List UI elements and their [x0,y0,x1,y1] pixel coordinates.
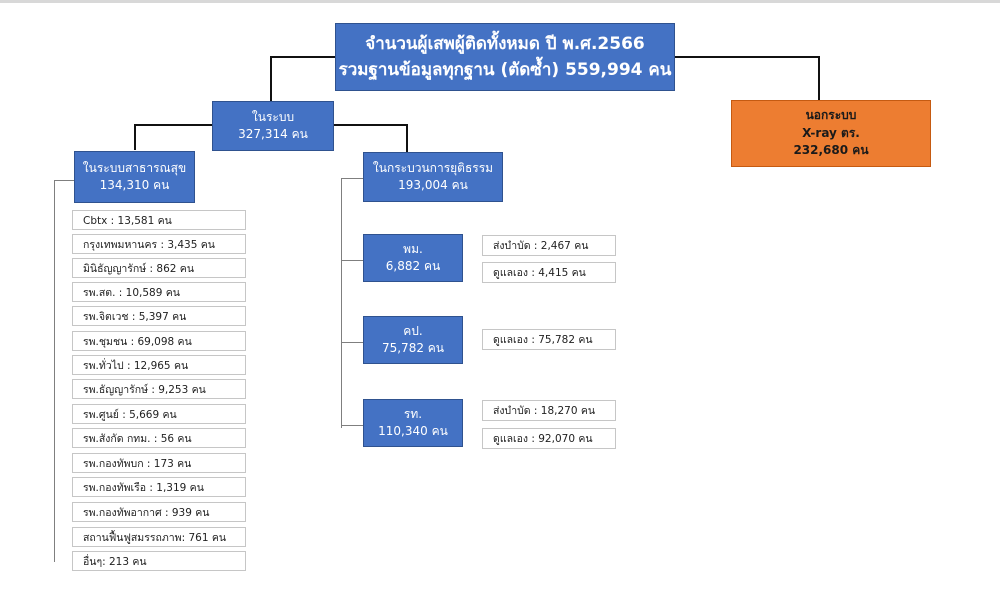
health-tree-cap [54,180,74,181]
justice-item: ดูแลเอง : 75,782 คน [482,329,616,350]
connector-insys-left [134,124,212,126]
health-item: รพ.กองทัพเรือ : 1,319 คน [72,477,246,497]
health-item: รพ.จิตเวช : 5,397 คน [72,306,246,326]
top-border [0,0,1000,3]
connector-insys-right [333,124,408,126]
health-item: อื่นๆ: 213 คน [72,551,246,571]
justice-branch-2 [341,342,363,343]
health-item: รพ.สต. : 10,589 คน [72,282,246,302]
justice-item: ส่งบำบัด : 2,467 คน [482,235,616,256]
justice-branch-1 [341,260,363,261]
connector-insys-right-down [406,124,408,152]
health-item: รพ.ชุมชน : 69,098 คน [72,331,246,351]
justice-group-count: 110,340 คน [378,424,448,438]
justice-item: ดูแลเอง : 92,070 คน [482,428,616,449]
health-tree-spine [54,180,55,562]
justice-system-label: ในกระบวนการยุติธรรม [372,160,494,175]
root-total-box: จำนวนผู้เสพผู้ติดทั้งหมด ปี พ.ศ.2566 รวม… [335,23,675,91]
health-item: รพ.กองทัพอากาศ : 939 คน [72,502,246,522]
health-item: รพ.ธัญญารักษ์ : 9,253 คน [72,379,246,399]
justice-group-label: รท. [403,406,423,421]
connector-root-right [675,56,820,58]
connector-root-left-down [270,56,272,102]
health-item: กรุงเทพมหานคร : 3,435 คน [72,234,246,254]
justice-group-count: 6,882 คน [385,259,441,273]
health-system-box: ในระบบสาธารณสุข 134,310 คน [74,151,195,203]
in-system-label: ในระบบ [251,109,295,124]
out-system-count: 232,680 คน [793,143,869,158]
justice-group-box: รท. 110,340 คน [363,399,463,447]
justice-branch-3 [341,425,363,426]
out-system-box: นอกระบบ X-ray ตร. 232,680 คน [731,100,931,167]
health-item: รพ.ศูนย์ : 5,669 คน [72,404,246,424]
out-system-label: นอกระบบ [805,108,857,123]
out-system-sub: X-ray ตร. [802,125,860,140]
justice-system-count: 193,004 คน [398,178,468,192]
health-system-count: 134,310 คน [99,178,170,192]
health-item: Cbtx : 13,581 คน [72,210,246,230]
justice-group-box: พม. 6,882 คน [363,234,463,282]
justice-system-box: ในกระบวนการยุติธรรม 193,004 คน [363,152,503,202]
root-title: จำนวนผู้เสพผู้ติดทั้งหมด ปี พ.ศ.2566 [365,33,645,54]
justice-group-label: พม. [403,241,423,256]
connector-root-left [270,56,335,58]
connector-insys-left-down [134,124,136,150]
justice-tree-spine [341,178,342,428]
root-total: รวมฐานข้อมูลทุกฐาน (ตัดซ้ำ) 559,994 คน [338,60,672,80]
health-item: สถานฟื้นฟูสมรรถภาพ: 761 คน [72,527,246,547]
justice-item: ส่งบำบัด : 18,270 คน [482,400,616,421]
justice-group-count: 75,782 คน [381,341,445,355]
justice-group-label: คป. [403,323,423,338]
connector-root-right-down [818,56,820,100]
in-system-count: 327,314 คน [238,127,308,141]
justice-group-box: คป. 75,782 คน [363,316,463,364]
health-item: มินิธัญญารักษ์ : 862 คน [72,258,246,278]
health-item: รพ.กองทัพบก : 173 คน [72,453,246,473]
justice-item: ดูแลเอง : 4,415 คน [482,262,616,283]
health-item: รพ.สังกัด กทม. : 56 คน [72,428,246,448]
health-item: รพ.ทั่วไป : 12,965 คน [72,355,246,375]
health-system-label: ในระบบสาธารณสุข [82,160,187,175]
in-system-box: ในระบบ 327,314 คน [212,101,334,151]
justice-tree-cap [341,178,363,179]
